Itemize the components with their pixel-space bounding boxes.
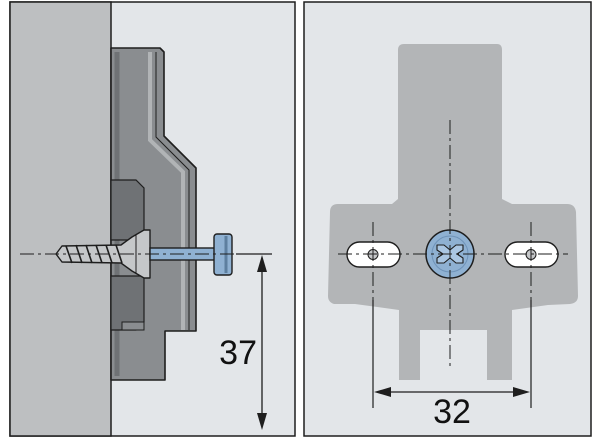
mounting-plate-profile bbox=[110, 47, 197, 381]
side-view: 37 bbox=[9, 1, 296, 437]
cabinet-wall bbox=[9, 1, 112, 437]
mounting-plate-front bbox=[328, 44, 578, 380]
center-lines bbox=[338, 120, 568, 370]
height-dimension-label: 37 bbox=[219, 334, 257, 372]
height-dimension: 37 bbox=[219, 253, 272, 430]
hole-spacing-label: 32 bbox=[433, 393, 471, 431]
hole-spacing-dimension: 32 bbox=[372, 300, 532, 431]
front-view: 32 bbox=[303, 1, 592, 437]
